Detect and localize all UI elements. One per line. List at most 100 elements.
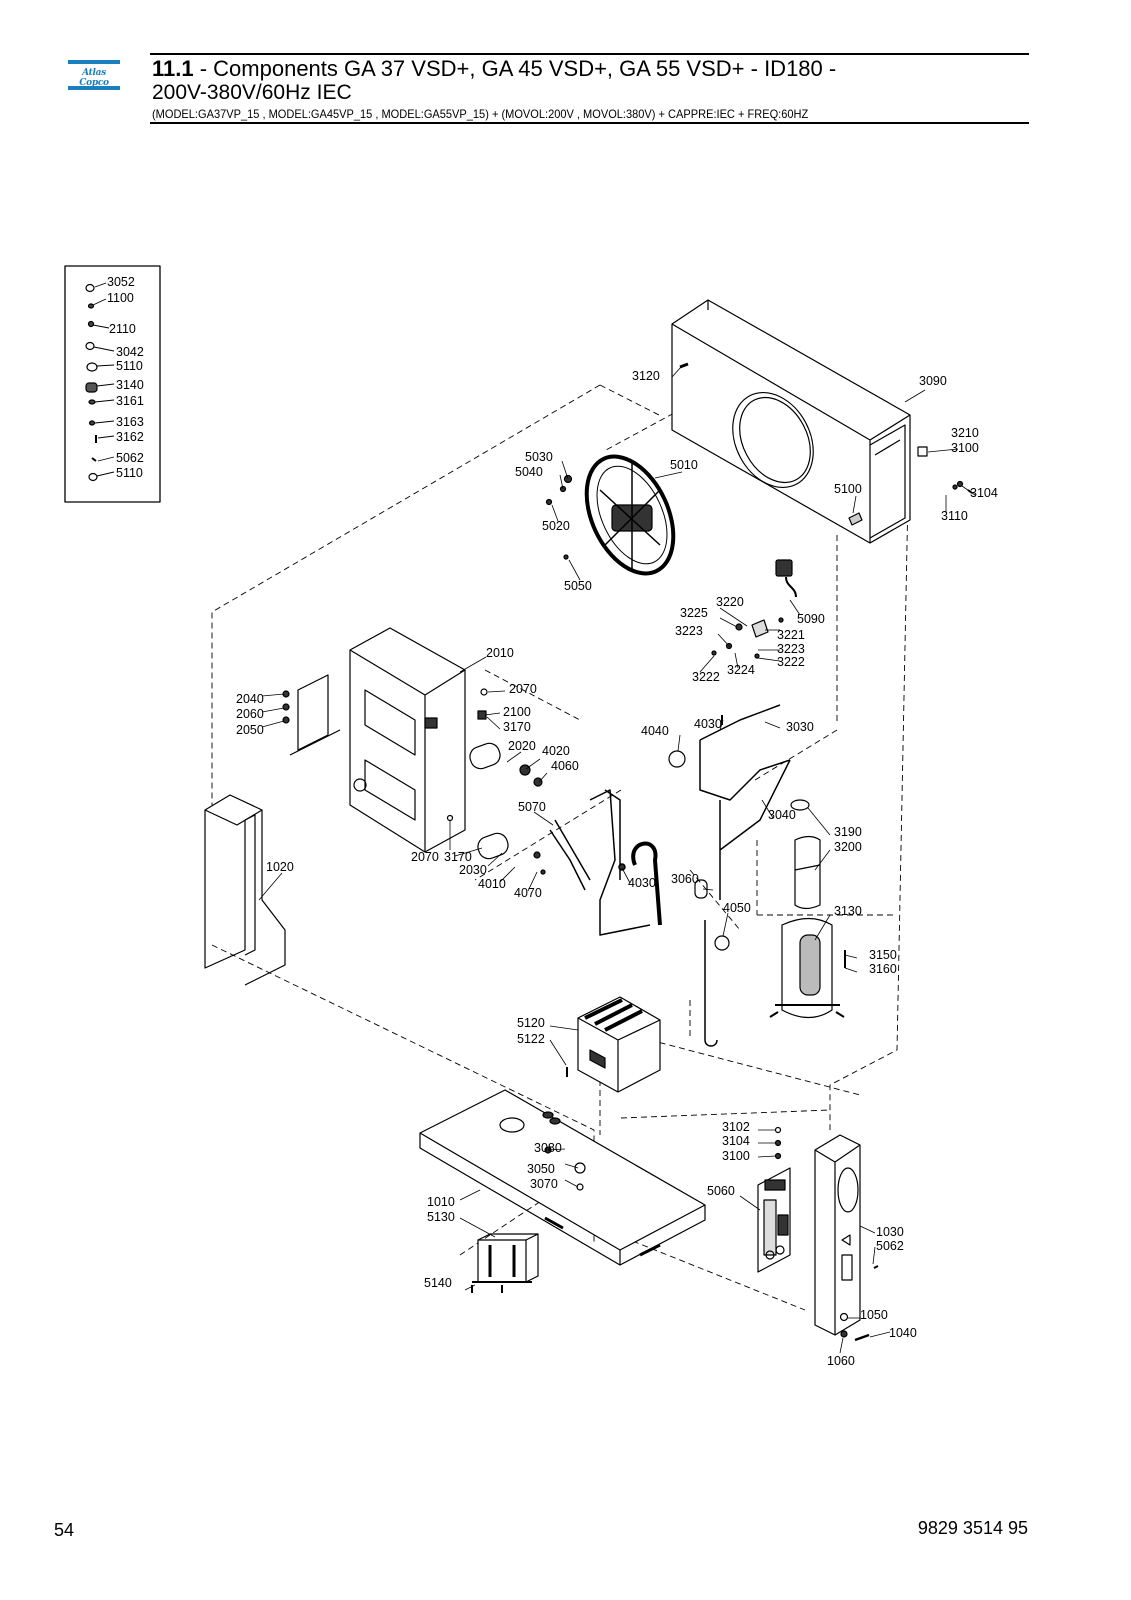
callout-labels: 3120 3090 3210 3100 3104 3110 5030 5040 … bbox=[236, 369, 998, 1368]
legend-labels: 3052 1100 2110 3042 5110 3140 3161 3163 … bbox=[107, 275, 144, 480]
callout-label: 3110 bbox=[941, 509, 968, 523]
callout-label: 1050 bbox=[860, 1308, 888, 1322]
callout-label: 1030 bbox=[876, 1225, 904, 1239]
inverter-box-part bbox=[566, 996, 661, 1093]
callout-label: 3200 bbox=[834, 840, 862, 854]
atlas-copco-logo: Atlas Copco bbox=[68, 60, 120, 96]
callout-label: 5060 bbox=[707, 1184, 735, 1198]
callout-label: 2020 bbox=[508, 739, 536, 753]
callout-label: 3040 bbox=[768, 808, 796, 822]
header-bottom-rule bbox=[150, 122, 1029, 124]
callout-label: 2100 bbox=[503, 705, 531, 719]
callout-label: 3222 bbox=[692, 670, 720, 684]
callout-label: 3090 bbox=[919, 374, 947, 388]
legend-glyphs bbox=[85, 283, 98, 482]
page-title: 11.1 - Components GA 37 VSD+, GA 45 VSD+… bbox=[152, 57, 836, 81]
title-text: - Components GA 37 VSD+, GA 45 VSD+, GA … bbox=[193, 56, 837, 81]
callout-label: 3070 bbox=[530, 1177, 558, 1191]
callout-label: 4070 bbox=[514, 886, 542, 900]
callout-label: 3120 bbox=[632, 369, 660, 383]
callout-label: 3220 bbox=[716, 595, 744, 609]
callout-leaders bbox=[258, 366, 976, 1354]
callout-label: 3210 bbox=[951, 426, 979, 440]
callout-label: 4030 bbox=[628, 876, 656, 890]
callout-label: 5130 bbox=[427, 1210, 455, 1224]
controller-part bbox=[757, 1167, 791, 1273]
callout-label: 3190 bbox=[834, 825, 862, 839]
callout-label: 3170 bbox=[503, 720, 531, 734]
callout-label: 5062 bbox=[876, 1239, 904, 1253]
callout-label: 4060 bbox=[551, 759, 579, 773]
callout-label: 5120 bbox=[517, 1016, 545, 1030]
callout-label: 3221 bbox=[777, 628, 805, 642]
callout-label: 3100 bbox=[722, 1149, 750, 1163]
callout-label: 5040 bbox=[515, 465, 543, 479]
fastener-3120 bbox=[679, 362, 689, 369]
callout-label: 2040 bbox=[236, 692, 264, 706]
model-line: (MODEL:GA37VP_15 , MODEL:GA45VP_15 , MOD… bbox=[152, 107, 809, 121]
legend-item: 3161 bbox=[116, 394, 144, 408]
callout-label: 3100 bbox=[951, 441, 979, 455]
callout-label: 3030 bbox=[786, 720, 814, 734]
legend-item: 5062 bbox=[116, 451, 144, 465]
callout-label: 3223 bbox=[675, 624, 703, 638]
callout-label: 4040 bbox=[641, 724, 669, 738]
page-subtitle: 200V-380V/60Hz IEC bbox=[152, 81, 352, 104]
callout-label: 3104 bbox=[722, 1134, 750, 1148]
callout-label: 5010 bbox=[670, 458, 698, 472]
legend-item: 1100 bbox=[107, 291, 134, 305]
legend-item: 3162 bbox=[116, 430, 144, 444]
document-number: 9829 3514 95 bbox=[917, 1518, 1028, 1538]
logo-top-bar bbox=[68, 60, 120, 64]
callout-label: 1020 bbox=[266, 860, 294, 874]
callout-label: 2070 bbox=[411, 850, 439, 864]
callout-label: 3222 bbox=[777, 655, 805, 669]
sensor-part bbox=[711, 559, 797, 659]
callout-label: 4030 bbox=[694, 717, 722, 731]
callout-label: 1010 bbox=[427, 1195, 455, 1209]
callout-label: 3170 bbox=[444, 850, 472, 864]
callout-label: 5070 bbox=[518, 800, 546, 814]
callout-label: 2060 bbox=[236, 707, 264, 721]
callout-label: 5140 bbox=[424, 1276, 452, 1290]
side-frame-left-part bbox=[204, 794, 286, 986]
callout-label: 5100 bbox=[834, 482, 862, 496]
legend-item: 5110 bbox=[116, 466, 143, 480]
callout-label: 3080 bbox=[534, 1141, 562, 1155]
callout-label: 3224 bbox=[727, 663, 755, 677]
callout-label: 2050 bbox=[236, 723, 264, 737]
callout-label: 5030 bbox=[525, 450, 553, 464]
callout-label: 2070 bbox=[509, 682, 537, 696]
legend-leaders bbox=[92, 282, 115, 477]
callout-label: 3050 bbox=[527, 1162, 555, 1176]
callout-label: 3160 bbox=[869, 962, 897, 976]
valve-parts bbox=[668, 715, 730, 951]
callout-label: 5050 bbox=[564, 579, 592, 593]
callout-label: 1060 bbox=[827, 1354, 855, 1368]
legend-item: 3163 bbox=[116, 415, 144, 429]
logo-bottom-bar bbox=[68, 86, 120, 90]
callout-label: 3060 bbox=[671, 872, 699, 886]
callout-label: 3130 bbox=[834, 904, 862, 918]
legend-item: 3140 bbox=[116, 378, 144, 392]
callout-label: 5122 bbox=[517, 1032, 545, 1046]
callout-label: 5090 bbox=[797, 612, 825, 626]
base-plate-part bbox=[419, 1089, 706, 1266]
condenser-housing-part bbox=[671, 299, 928, 544]
piping-parts bbox=[549, 704, 791, 1047]
callout-label: 2010 bbox=[486, 646, 514, 660]
callout-label: 4010 bbox=[478, 877, 506, 891]
legend-box-frame bbox=[64, 265, 161, 503]
callout-label: 3150 bbox=[869, 948, 897, 962]
fan-part bbox=[545, 454, 676, 576]
compressor-parts bbox=[769, 799, 846, 1019]
header-top-rule bbox=[150, 53, 1029, 55]
legend-item: 3042 bbox=[116, 345, 144, 359]
legend-item: 3052 bbox=[107, 275, 135, 289]
callout-label: 3104 bbox=[970, 486, 998, 500]
legend-item: 5110 bbox=[116, 359, 143, 373]
callout-label: 4050 bbox=[723, 901, 751, 915]
transformer-part bbox=[471, 1233, 539, 1293]
callout-label: 5020 bbox=[542, 519, 570, 533]
